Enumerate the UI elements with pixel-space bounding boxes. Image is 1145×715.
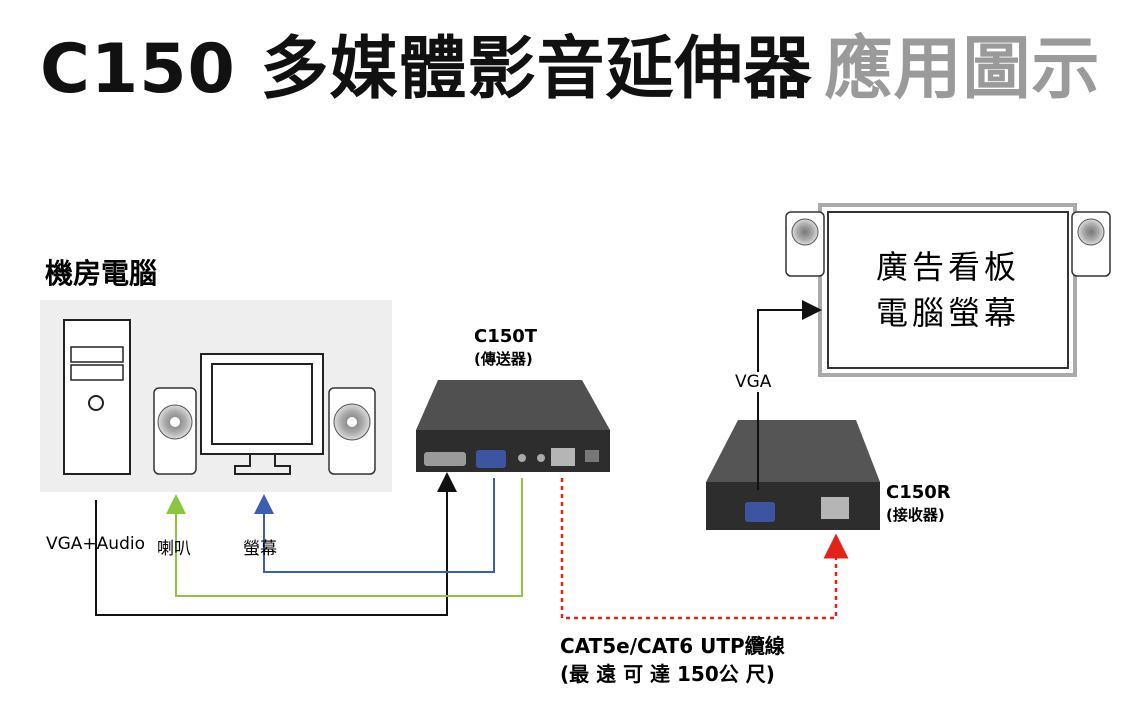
receiver-model: C150R: [886, 482, 951, 503]
cable-type: CAT5e/CAT6 UTP纜線: [560, 634, 785, 658]
monitor-line: [254, 478, 495, 573]
cable-label: CAT5e/CAT6 UTP纜線 (最 遠 可 達 150公 尺): [560, 632, 785, 688]
display-sign-text: 廣告看板 電腦螢幕: [828, 212, 1068, 368]
transmitter-device-icon: [416, 380, 610, 472]
source-pc-label: 機房電腦: [45, 257, 158, 290]
vga-audio-label: VGA+Audio: [46, 534, 145, 554]
transmitter-role: (傳送器): [474, 350, 533, 368]
title-sub: 應用圖示: [824, 30, 1101, 109]
speaker-icon: [1071, 211, 1111, 277]
monitor-label: 螢幕: [243, 539, 277, 559]
title-main: C150 多媒體影音延伸器: [40, 30, 813, 109]
receiver-device-icon: [706, 420, 880, 530]
display-screen: [818, 203, 1077, 377]
speaker-line: [166, 478, 523, 597]
speaker-icon: [785, 211, 825, 277]
cable-distance: (最 遠 可 達 150公 尺): [560, 662, 775, 686]
pc-tower-icon: [63, 319, 131, 475]
receiver-vga-line: [757, 300, 822, 490]
transmitter-label: C150T (傳送器): [474, 326, 537, 370]
display-line-2: 電腦螢幕: [875, 294, 1020, 332]
utp-cable-line: [560, 478, 849, 620]
speaker-label: 喇叭: [157, 539, 191, 559]
speaker-icon: [153, 387, 197, 475]
receiver-label: C150R (接收器): [886, 482, 951, 526]
speaker-icon: [328, 387, 376, 475]
transmitter-model: C150T: [474, 326, 538, 347]
page-title: C150 多媒體影音延伸器應用圖示: [40, 20, 1101, 120]
monitor-icon: [200, 353, 324, 475]
receiver-role: (接收器): [886, 506, 945, 524]
vga-label: VGA: [732, 372, 775, 392]
display-line-1: 廣告看板: [875, 248, 1020, 286]
vga-audio-line: [95, 472, 457, 616]
